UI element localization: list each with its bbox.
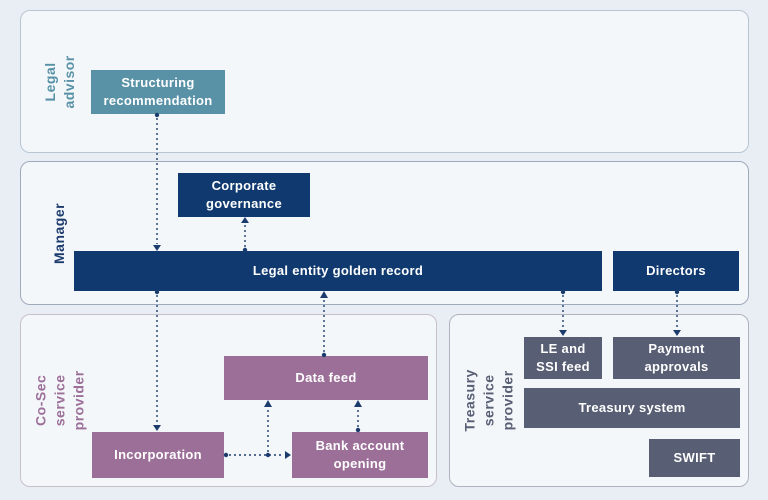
node-structuring-recommendation: Structuring recommendation <box>91 70 225 114</box>
lane-label-text: Manager <box>51 202 68 264</box>
node-swift: SWIFT <box>649 439 740 477</box>
lane-legal-advisor-label: Legal advisor <box>21 11 99 152</box>
node-incorporation: Incorporation <box>92 432 224 478</box>
node-corporate-governance: Corporate governance <box>178 173 310 217</box>
node-directors: Directors <box>613 251 739 291</box>
node-bank-account-opening: Bank account opening <box>292 432 428 478</box>
lane-label-text: Co-Sec service provider <box>32 370 87 431</box>
node-payment-approvals: Payment approvals <box>613 337 740 379</box>
lane-treasury-label: Treasury service provider <box>450 315 528 486</box>
lane-label-text: Legal advisor <box>42 54 77 109</box>
node-legal-entity-golden-record: Legal entity golden record <box>74 251 602 291</box>
node-le-and-ssi-feed: LE and SSI feed <box>524 337 602 379</box>
lane-cosec-label: Co-Sec service provider <box>21 315 99 486</box>
lane-label-text: Treasury service provider <box>461 369 516 432</box>
node-data-feed: Data feed <box>224 356 428 400</box>
node-treasury-system: Treasury system <box>524 388 740 428</box>
